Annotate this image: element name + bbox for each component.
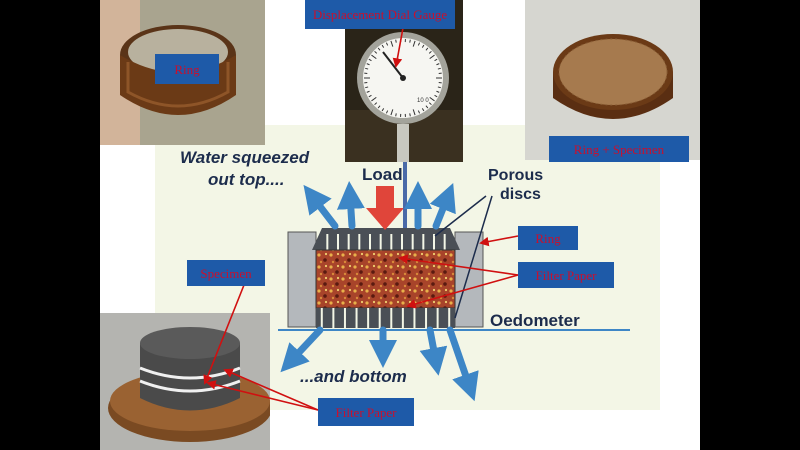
dial-tick — [429, 96, 435, 102]
pointer-arrows — [203, 27, 519, 411]
dial-tick — [421, 108, 425, 112]
dial-tick — [368, 58, 372, 62]
dial-tick — [434, 94, 438, 98]
dial-face-text: 10 0 — [417, 98, 429, 104]
bottom-text: ...and bottom — [300, 367, 407, 386]
dial-tick — [425, 47, 429, 51]
dial-tick — [437, 86, 441, 89]
dial-tick — [436, 63, 440, 66]
dial-tick — [365, 86, 369, 89]
dial-tick — [377, 105, 381, 109]
dial-tick — [409, 113, 411, 117]
dial-tick — [412, 40, 416, 47]
dial-tick — [366, 90, 370, 93]
label-filter-paper-diagram: Filter Paper — [518, 262, 614, 288]
dial-tick — [381, 44, 385, 48]
water-arrows-bottom — [280, 326, 479, 402]
bottom-porous-disc — [316, 308, 455, 328]
dial-tick — [395, 113, 397, 117]
dial-tick — [412, 109, 416, 116]
dial-tick — [425, 105, 429, 109]
dial-tick — [374, 50, 378, 54]
dial-tick — [377, 47, 381, 51]
porous-pointer-top — [434, 195, 487, 237]
dial-tick — [434, 58, 438, 62]
load-text: Load — [362, 165, 403, 184]
ring-specimen-photo — [525, 0, 700, 160]
label-ring-diagram: Ring — [518, 226, 578, 250]
water-top-line1: Water squeezed — [180, 148, 310, 167]
load-arrow-head — [366, 208, 404, 230]
dial-tick — [429, 54, 435, 60]
dial-tick — [366, 63, 370, 66]
dial-tick — [390, 40, 394, 47]
porous-text-line1: Porous — [488, 167, 543, 184]
dial-tick — [385, 110, 389, 114]
specimen-filter-photo — [100, 313, 270, 450]
dial-tick — [417, 42, 421, 46]
water-top-line2: out top.... — [208, 170, 284, 189]
dial-tick — [421, 44, 425, 48]
label-dial-gauge: Displacement Dial Gauge — [305, 0, 455, 29]
dial-tick — [428, 102, 432, 106]
label-filter-paper-photo: Filter Paper — [318, 398, 414, 426]
porous-pointer-bottom — [454, 195, 493, 319]
dial-tick — [417, 110, 421, 114]
dial-tick — [409, 39, 411, 43]
oedometer-text: Oedometer — [490, 311, 580, 330]
label-specimen: Specimen — [187, 260, 265, 286]
dial-tick — [371, 96, 377, 102]
label-ring-photo: Ring — [155, 54, 219, 84]
label-ring-specimen: Ring + Specimen — [549, 136, 689, 162]
dial-tick — [381, 108, 385, 112]
ring-wall-left — [287, 231, 317, 328]
dial-tick — [365, 67, 369, 70]
dial-tick — [390, 109, 394, 116]
load-arrow-shaft — [376, 186, 394, 208]
slide: Water squeezed out top.... Load Porous d… — [100, 0, 700, 450]
ring-wall-right — [454, 231, 484, 328]
porous-text-line2: discs — [500, 186, 541, 203]
dial-tick — [395, 39, 397, 43]
dial-tick — [385, 42, 389, 46]
dial-tick — [428, 50, 432, 54]
water-arrows-top — [303, 181, 456, 230]
specimen-soil — [315, 249, 456, 309]
dial-tick — [437, 67, 441, 70]
dial-tick — [368, 94, 372, 98]
dial-tick — [374, 102, 378, 106]
dial-tick — [436, 90, 440, 93]
dial-tick — [371, 54, 377, 60]
